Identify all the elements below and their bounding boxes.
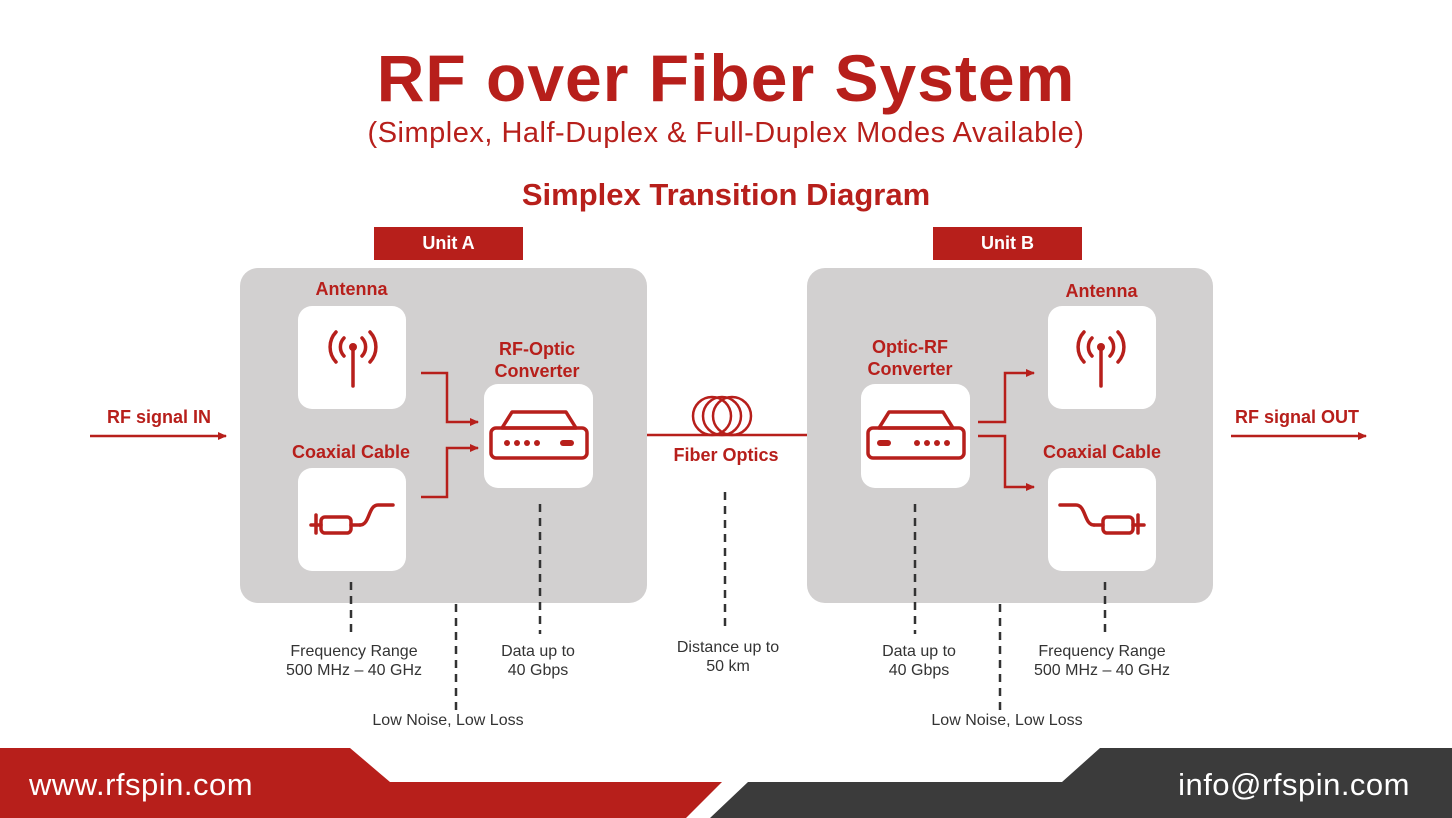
footer-email[interactable]: info@rfspin.com	[1178, 767, 1410, 802]
antenna-icon	[328, 330, 378, 388]
unit-a-frequency-note-line2: 500 MHz – 40 GHz	[285, 662, 423, 679]
rf-signal-in-label: RF signal IN	[106, 407, 211, 427]
unit-b-frequency-note: Frequency Range 500 MHz – 40 GHz	[1011, 642, 1193, 680]
unit-b-frequency-note-line2: 500 MHz – 40 GHz	[1033, 662, 1171, 679]
unit-a-antenna-label: Antenna	[315, 279, 388, 299]
unit-a-coax-arrow	[421, 444, 479, 499]
unit-a-tab: Unit A	[374, 227, 523, 260]
unit-b-antenna-arrow	[978, 369, 1035, 424]
unit-b-tab: Unit B	[933, 227, 1082, 260]
unit-b-coax-label: Coaxial Cable	[1042, 442, 1162, 462]
page-subtitle: (Simplex, Half-Duplex & Full-Duplex Mode…	[367, 117, 1085, 149]
unit-b-coax-arrow	[978, 434, 1035, 491]
unit-a-data-note: Data up to 40 Gbps	[475, 642, 601, 680]
fiber-optics-label: Fiber Optics	[673, 445, 779, 465]
unit-b-converter-label-line2: Converter	[867, 359, 953, 379]
unit-a-noise-note: Low Noise, Low Loss	[372, 712, 524, 729]
footer-dark-shape	[710, 748, 1452, 818]
converter-device-icon	[866, 410, 966, 460]
converter-device-icon	[489, 410, 589, 460]
unit-a-data-note-line1: Data up to	[501, 643, 575, 660]
footer-website[interactable]: www.rfspin.com	[29, 767, 254, 802]
unit-b-coax-box	[1048, 468, 1156, 571]
distance-note: Distance up to 50 km	[654, 638, 802, 676]
unit-a-converter-label-line1: RF-Optic	[499, 339, 575, 359]
unit-a-data-note-line2: 40 Gbps	[507, 662, 569, 679]
antenna-icon	[1076, 330, 1126, 388]
unit-b-converter-label-line1: Optic-RF	[872, 337, 948, 357]
unit-b-data-note-line1: Data up to	[882, 643, 956, 660]
unit-b-frequency-note-line1: Frequency Range	[1038, 643, 1166, 660]
unit-a-antenna-box	[298, 306, 406, 409]
rf-signal-out-label: RF signal OUT	[1234, 407, 1359, 427]
unit-a-converter-label: RF-Optic Converter	[478, 338, 596, 382]
unit-a-frequency-note: Frequency Range 500 MHz – 40 GHz	[263, 642, 445, 680]
coaxial-cable-icon	[309, 503, 395, 535]
fiber-coil-icon	[691, 395, 753, 437]
unit-b-converter-box	[861, 384, 970, 488]
unit-a-frequency-note-line1: Frequency Range	[290, 643, 418, 660]
unit-b-converter-label: Optic-RF Converter	[851, 336, 969, 380]
unit-a-converter-box	[484, 384, 593, 488]
unit-b-data-note: Data up to 40 Gbps	[856, 642, 982, 680]
page-title: RF over Fiber System	[376, 41, 1076, 115]
unit-a-converter-label-line2: Converter	[494, 361, 580, 381]
unit-b-data-note-line2: 40 Gbps	[888, 662, 950, 679]
unit-b-antenna-label: Antenna	[1065, 281, 1138, 301]
unit-a-coax-label: Coaxial Cable	[291, 442, 411, 462]
footer-red-shape	[0, 748, 722, 818]
unit-b-noise-note: Low Noise, Low Loss	[931, 712, 1083, 729]
unit-a-antenna-arrow	[421, 371, 479, 426]
distance-note-line1: Distance up to	[676, 639, 780, 656]
coaxial-cable-icon	[1058, 503, 1146, 535]
unit-a-coax-box	[298, 468, 406, 571]
unit-b-antenna-box	[1048, 306, 1156, 409]
distance-note-line2: 50 km	[706, 658, 750, 675]
diagram-title: Simplex Transition Diagram	[521, 177, 931, 212]
